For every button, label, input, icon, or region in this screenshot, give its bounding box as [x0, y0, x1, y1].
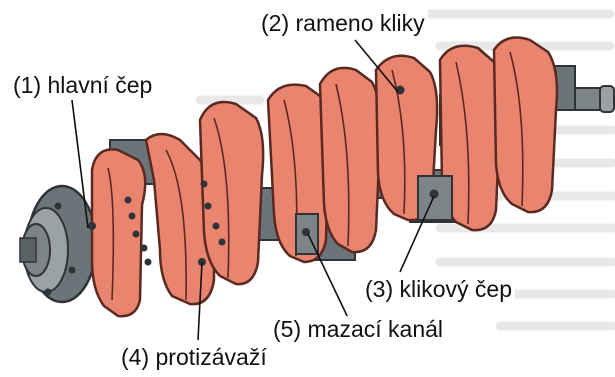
rear-shaft-end	[570, 86, 614, 112]
label-counterweight: (4) protizávaží	[118, 344, 270, 370]
crank-web-8	[494, 38, 557, 213]
label-oil-channel: (5) mazací kanál	[270, 316, 446, 342]
crank-webs	[92, 38, 557, 317]
crank-web-5	[320, 68, 380, 252]
label-crank-arm: (2) rameno kliky	[258, 10, 428, 36]
label-main-journal: (1) hlavní čep	[10, 72, 155, 98]
crank-web-3	[200, 102, 263, 284]
label-crank-pin: (3) klikový čep	[362, 276, 515, 302]
